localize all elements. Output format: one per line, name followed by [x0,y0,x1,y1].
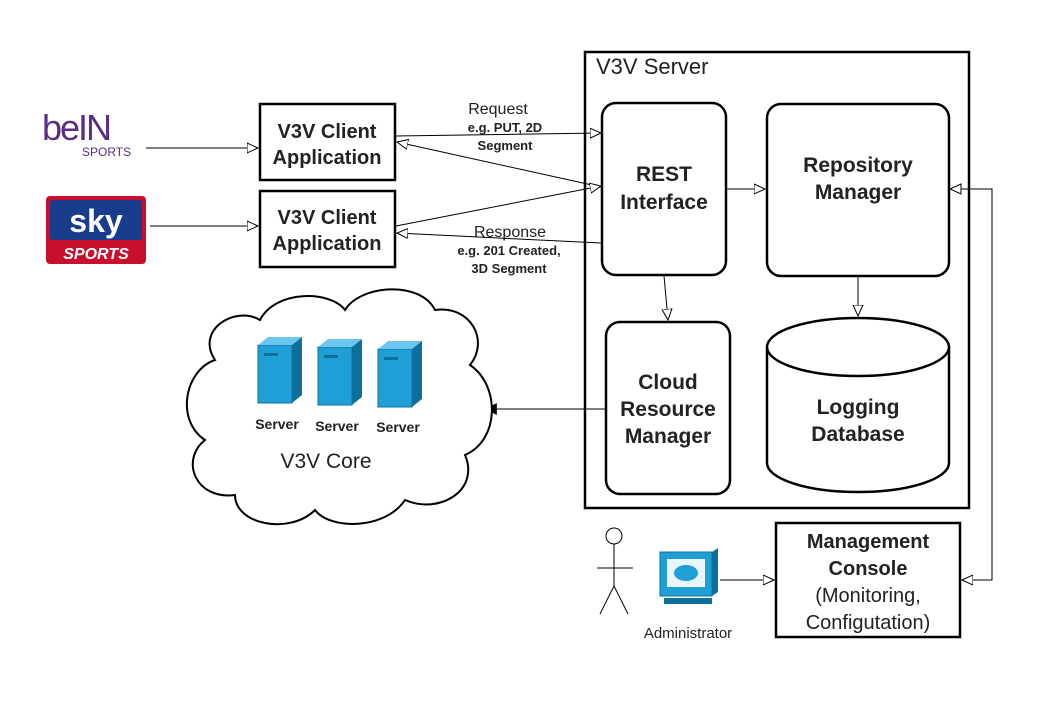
database-line1: Logging [817,396,900,419]
request-arrow-2 [395,186,601,227]
cloud-line2: Resource [620,398,716,421]
server-label-3: Server [376,419,420,435]
core-title: V3V Core [280,450,371,473]
repository-management-connector [951,189,993,580]
response-label: Response e.g. 201 Created, 3D Segment [457,224,560,276]
server-label-2: Server [315,418,359,434]
request-detail-2: Segment [478,138,534,153]
bein-sports-logo: beIN SPORTS [42,107,131,159]
response-arrow-1 [397,142,602,188]
client-1-line1: V3V Client [278,121,377,143]
sky-logo-text: sky [69,203,123,239]
repository-line1: Repository [803,154,913,177]
client-2-line1: V3V Client [278,207,377,229]
response-title: Response [474,224,546,241]
v3v-core-cloud: V3V Core [186,288,493,526]
request-arrow-1 [395,133,601,136]
response-detail-2: 3D Segment [471,261,547,276]
request-label: Request e.g. PUT, 2D Segment [468,101,542,153]
request-title: Request [468,101,528,118]
computer-icon [659,548,718,604]
management-console-box: Management Console (Monitoring, Configut… [774,521,962,639]
server-icon [317,339,362,406]
management-line3: (Monitoring, [815,585,921,607]
rest-line2: Interface [620,191,708,214]
cloud-line1: Cloud [638,371,697,394]
cloud-resource-manager-box: Cloud Resource Manager [604,320,732,496]
server-icon [377,341,422,408]
sky-logo-sub: SPORTS [63,246,129,263]
management-line4: Configutation) [806,612,931,634]
bein-logo-text: beIN [42,107,110,148]
client-application-1: V3V Client Application [258,102,397,182]
person-icon [597,527,633,615]
logging-database-cylinder: Logging Database [765,316,951,494]
cloud-line3: Manager [625,425,711,448]
server-label-1: Server [255,416,299,432]
server-title: V3V Server [596,54,709,79]
response-arrow-2 [397,233,602,244]
client-1-line2: Application [273,147,382,169]
sky-sports-logo: sky SPORTS [46,196,146,264]
repository-line2: Manager [815,181,901,204]
management-line1: Management [807,531,930,553]
client-application-2: V3V Client Application [258,189,397,269]
rest-line1: REST [636,163,692,186]
administrator-label: Administrator [644,625,732,642]
server-icon [257,337,302,404]
bein-logo-sub: SPORTS [82,145,131,159]
client-2-line2: Application [273,233,382,255]
request-detail-1: e.g. PUT, 2D [468,120,542,135]
rest-interface-box: REST Interface [600,101,728,277]
rest-to-cloud-arrow [664,275,668,320]
database-line2: Database [811,423,904,446]
management-line2: Console [829,558,908,580]
repository-manager-box: Repository Manager [765,102,951,278]
response-detail-1: e.g. 201 Created, [457,243,560,258]
